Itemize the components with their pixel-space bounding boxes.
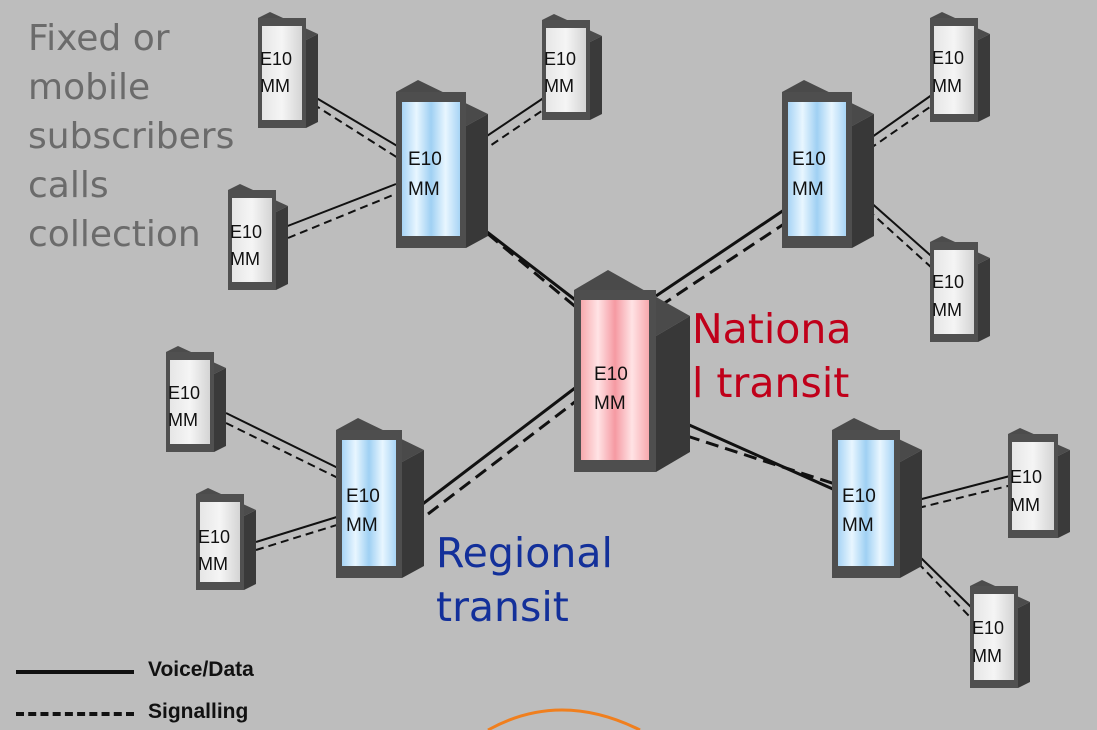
legend: Voice/Data Signalling bbox=[16, 656, 316, 726]
cabinet-regional-bottom-left: E10 MM bbox=[336, 418, 424, 578]
cabinet-label-line2: MM bbox=[972, 646, 1002, 666]
cabinet-label-line2: MM bbox=[198, 554, 228, 574]
legend-row-signalling: Signalling bbox=[16, 698, 316, 726]
cabinet-label-line2: MM bbox=[544, 76, 574, 96]
cabinet-small-4: E10 MM bbox=[930, 12, 990, 122]
cabinet-national-transit: E10 MM bbox=[574, 270, 690, 472]
cabinet-label-line1: E10 bbox=[260, 49, 292, 69]
page-heading: Fixed or mobile subscribers calls collec… bbox=[28, 18, 235, 255]
backbone-links bbox=[419, 208, 836, 516]
cabinet-label-line2: MM bbox=[1010, 495, 1040, 515]
cabinet-label-line1: E10 bbox=[346, 486, 380, 507]
cabinet-label-line1: E10 bbox=[972, 618, 1004, 638]
legend-row-voice: Voice/Data bbox=[16, 656, 316, 684]
legend-voice-label: Voice/Data bbox=[148, 658, 254, 681]
cabinet-label-line1: E10 bbox=[198, 527, 230, 547]
cabinet-label-line2: MM bbox=[346, 515, 378, 536]
cabinet-label-line2: MM bbox=[932, 76, 962, 96]
cabinet-label-line1: E10 bbox=[168, 383, 200, 403]
cabinet-label-line2: MM bbox=[260, 76, 290, 96]
cabinet-label-line2: MM bbox=[842, 515, 874, 536]
access-links bbox=[225, 91, 1013, 618]
legend-dashed-line bbox=[16, 712, 134, 716]
cabinet-small-5: E10 MM bbox=[930, 236, 990, 342]
cabinet-regional-top-right: E10 MM bbox=[782, 80, 874, 248]
decorative-arc bbox=[487, 708, 641, 730]
cabinet-regional-bottom-right: E10 MM bbox=[832, 418, 922, 578]
cabinet-label-line1: E10 bbox=[842, 486, 876, 507]
legend-solid-line bbox=[16, 670, 134, 674]
cabinet-small-8: E10 MM bbox=[1008, 428, 1070, 538]
national-transit-label: Nationa l transit bbox=[692, 305, 852, 407]
cabinet-small-6: E10 MM bbox=[166, 346, 226, 452]
cabinet-label-line2: MM bbox=[932, 300, 962, 320]
cabinet-regional-top-left: E10 MM bbox=[396, 80, 488, 248]
cabinet-small-7: E10 MM bbox=[196, 488, 256, 590]
cabinet-label-line1: E10 bbox=[408, 149, 442, 170]
cabinet-label-line1: E10 bbox=[932, 272, 964, 292]
regional-transit-label: Regional transit bbox=[436, 529, 613, 631]
cabinet-label-line2: MM bbox=[408, 179, 440, 200]
cabinet-small-2: E10 MM bbox=[542, 14, 602, 120]
cabinet-label-line1: E10 bbox=[792, 149, 826, 170]
cabinet-label-line1: E10 bbox=[230, 222, 262, 242]
cabinet-label-line2: MM bbox=[594, 393, 626, 414]
cabinet-small-1: E10 MM bbox=[258, 12, 318, 128]
cabinet-small-3: E10 MM bbox=[228, 184, 288, 290]
cabinet-label-line1: E10 bbox=[544, 49, 576, 69]
cabinet-label-line1: E10 bbox=[1010, 467, 1042, 487]
cabinet-label-line2: MM bbox=[168, 410, 198, 430]
cabinet-small-9: E10 MM bbox=[970, 580, 1030, 688]
legend-signalling-label: Signalling bbox=[148, 700, 249, 723]
cabinet-label-line1: E10 bbox=[594, 364, 628, 385]
cabinet-label-line2: MM bbox=[792, 179, 824, 200]
cabinet-label-line1: E10 bbox=[932, 48, 964, 68]
cabinet-label-line2: MM bbox=[230, 249, 260, 269]
